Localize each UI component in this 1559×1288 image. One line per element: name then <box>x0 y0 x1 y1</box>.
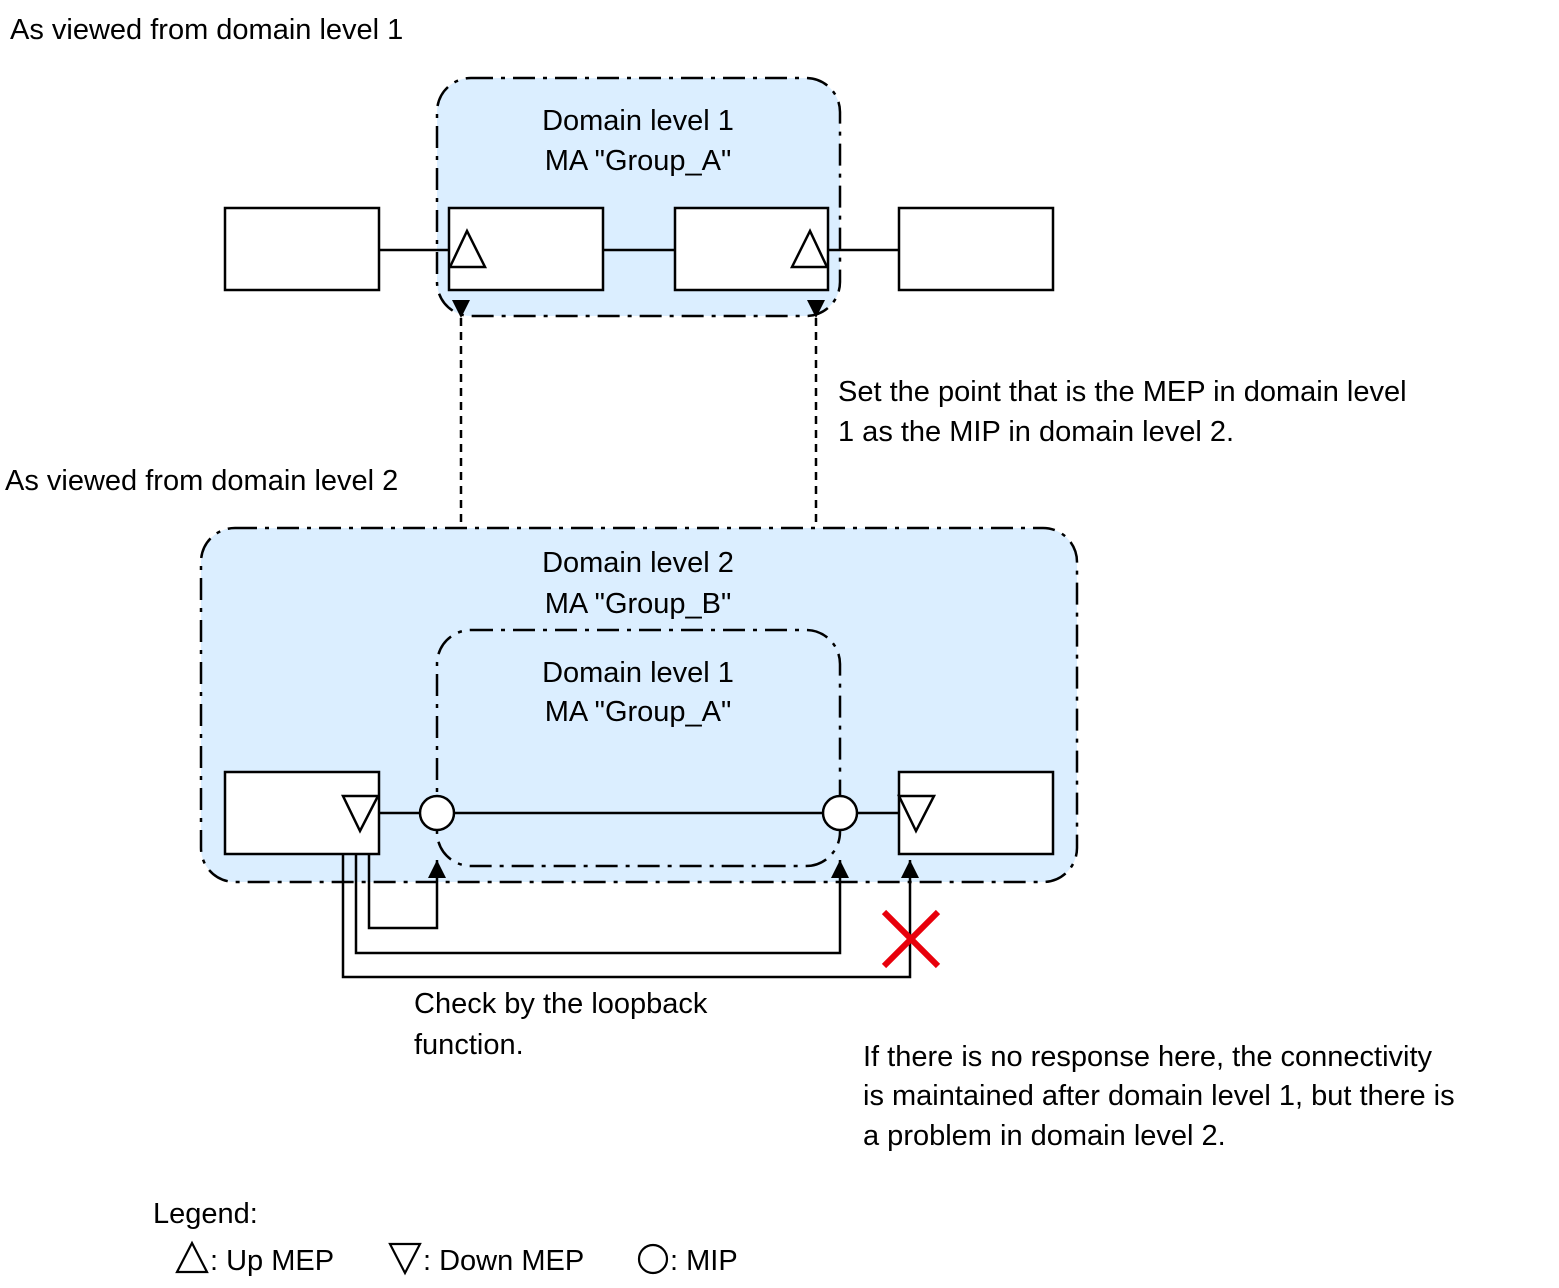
domain-level1-top-label: Domain level 1 <box>542 105 734 137</box>
note-loopback: Check by the loopback function. <box>414 988 715 1061</box>
domain-level2-label: Domain level 2 <box>542 547 734 579</box>
up-mep-icon <box>448 228 488 269</box>
up-mep-icon <box>789 228 829 269</box>
domain-level2-region <box>199 526 1079 884</box>
domain-level1-inner-ma: MA "Group_A" <box>545 696 732 728</box>
legend-mip-icon <box>637 1243 669 1275</box>
note-mep-to-mip-line: 1 as the MIP in domain level 2. <box>838 416 1234 448</box>
device-box <box>223 206 381 292</box>
note-mep-to-mip-line: Set the point that is the MEP in domain … <box>838 376 1407 408</box>
legend-down-mep-label: : Down MEP <box>423 1245 584 1277</box>
note-no-response-line: is maintained after domain level 1, but … <box>863 1080 1455 1112</box>
legend-up-mep-label: : Up MEP <box>210 1245 334 1277</box>
failure-x-icon <box>881 909 941 969</box>
note-no-response-line: If there is no response here, the connec… <box>863 1041 1433 1073</box>
domain-level1-inner-region <box>435 628 842 868</box>
legend-down-mep-icon <box>388 1242 422 1276</box>
domain-level2-ma: MA "Group_B" <box>545 588 732 620</box>
legend-mip-label: : MIP <box>670 1245 738 1277</box>
mip-icon <box>821 794 859 832</box>
domain-level1-top-ma: MA "Group_A" <box>545 145 732 177</box>
loopback-path <box>354 854 849 955</box>
device-box <box>897 206 1055 292</box>
note-no-response-line: a problem in domain level 2. <box>863 1120 1226 1152</box>
legend-title: Legend: <box>153 1198 258 1230</box>
heading-level2-view: As viewed from domain level 2 <box>5 465 398 497</box>
down-mep-icon <box>897 794 937 834</box>
note-mep-to-mip: Set the point that is the MEP in domain … <box>838 376 1415 448</box>
mip-icon <box>418 794 456 832</box>
loopback-path <box>367 854 446 930</box>
legend-up-mep-icon <box>175 1240 209 1274</box>
note-no-response: If there is no response here, the connec… <box>863 1041 1463 1152</box>
loopback-path <box>341 854 919 979</box>
note-loopback-line: function. <box>414 1029 524 1061</box>
down-mep-icon <box>341 794 381 834</box>
heading-level1-view: As viewed from domain level 1 <box>10 14 403 46</box>
note-loopback-line: Check by the loopback <box>414 988 708 1020</box>
domain-level1-inner-label: Domain level 1 <box>542 657 734 689</box>
